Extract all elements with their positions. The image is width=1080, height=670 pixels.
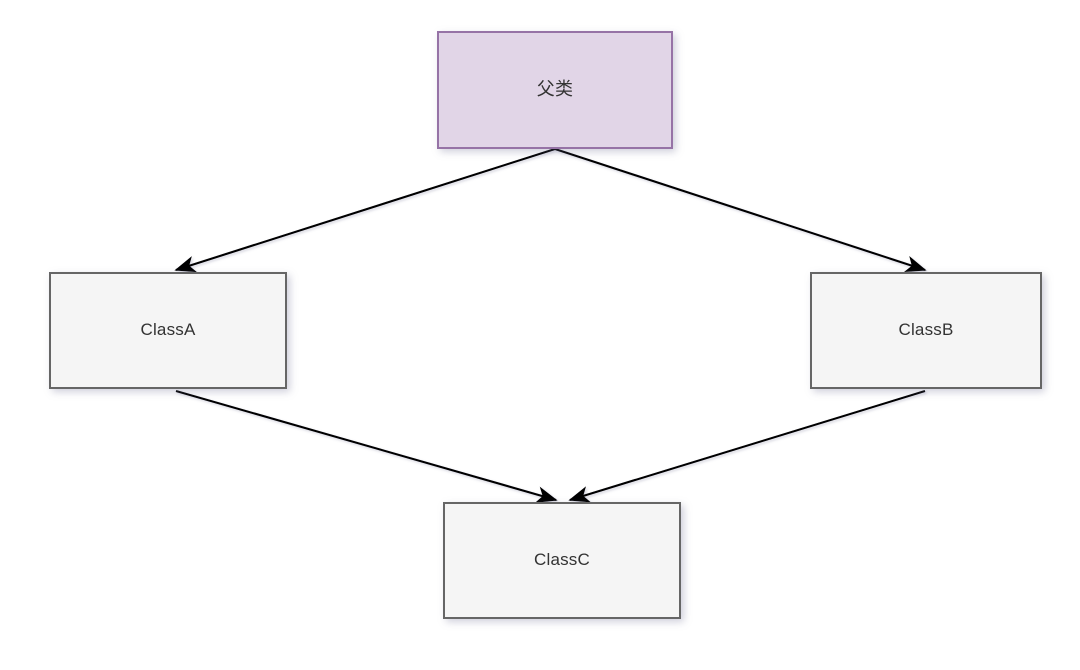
node-parent-class[interactable]: 父类 xyxy=(437,31,673,149)
node-label: ClassB xyxy=(898,320,954,340)
node-label: ClassA xyxy=(140,320,196,340)
edge-parent-classB xyxy=(554,148,927,272)
node-label: ClassC xyxy=(534,550,590,570)
node-class-a[interactable]: ClassA xyxy=(49,272,287,389)
node-class-c[interactable]: ClassC xyxy=(443,502,681,619)
edge-classB-classC xyxy=(568,389,926,503)
node-class-b[interactable]: ClassB xyxy=(810,272,1042,389)
edge-classA-classC xyxy=(175,389,558,503)
edge-parent-classA xyxy=(174,147,556,273)
node-label: 父类 xyxy=(536,79,574,101)
